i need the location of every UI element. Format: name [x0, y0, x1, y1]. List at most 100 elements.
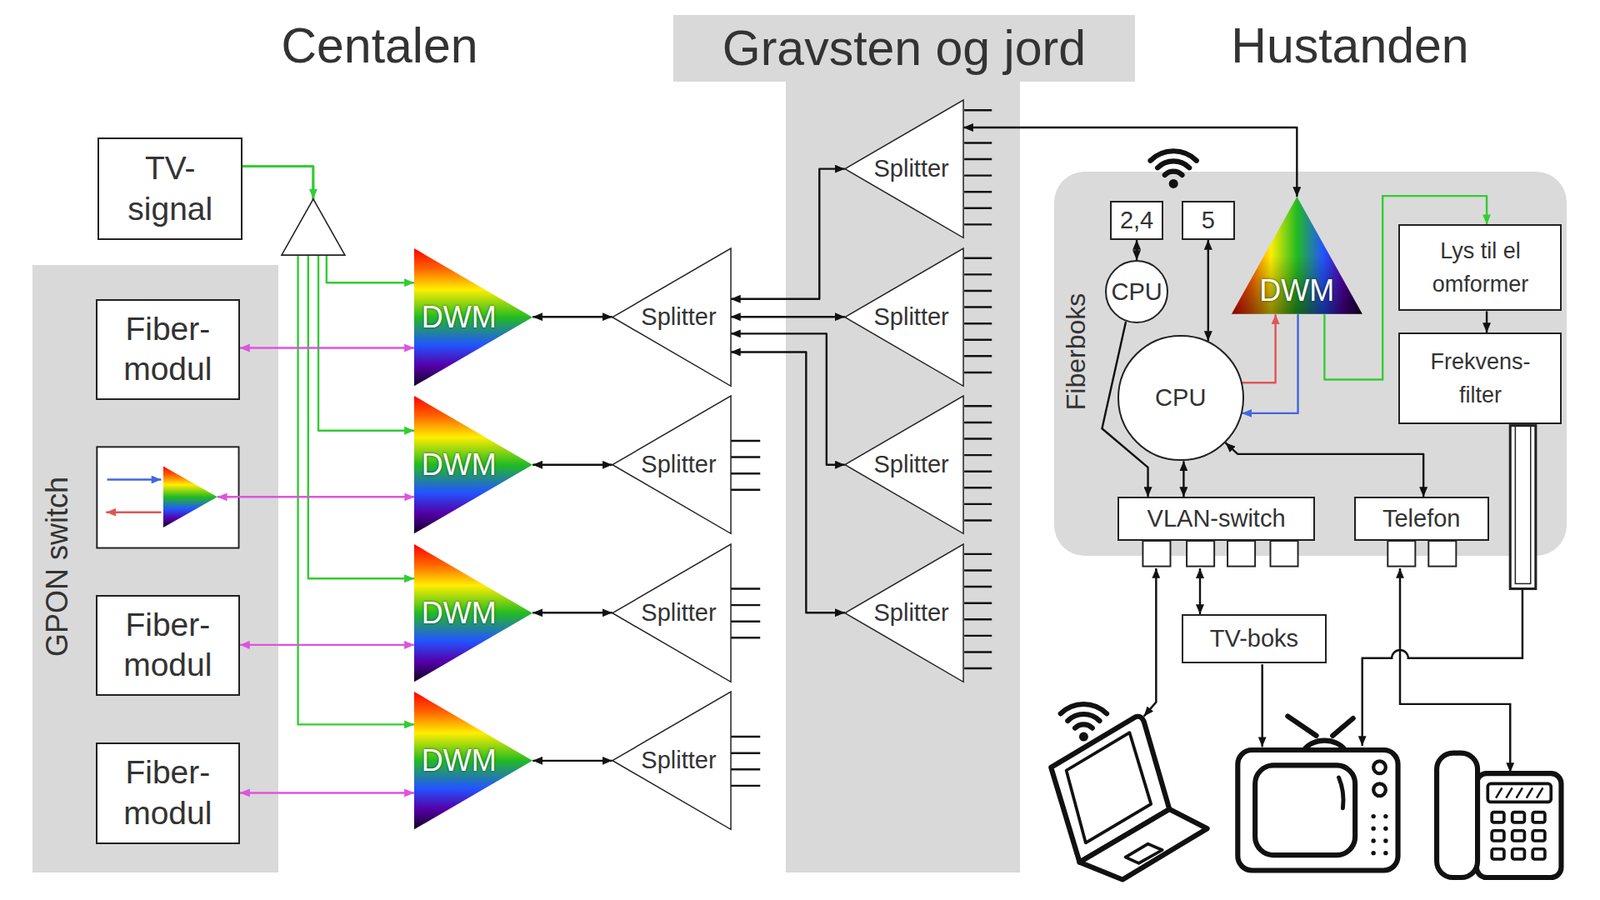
node-label: TV- signal [105, 148, 235, 230]
node-label: DWM [421, 742, 497, 779]
splitter-triangle-shape [845, 544, 964, 682]
heading-tab: Gravsten og jord [673, 15, 1135, 82]
group-heading: Gravsten og jord [722, 19, 1086, 79]
connector [1135, 240, 1138, 260]
signal-arrow [312, 180, 315, 200]
connector [730, 333, 845, 465]
wifi-arc [1165, 171, 1183, 175]
connector [532, 760, 613, 762]
heading-holder: Centalen [280, 16, 478, 76]
converter-box: Lys til el omformer [1398, 224, 1562, 311]
tv-antenna [1287, 716, 1353, 736]
connector [240, 346, 415, 349]
node-label: Lys til el omformer [1406, 234, 1554, 302]
connector [532, 611, 613, 614]
node-label: VLAN-switch [1147, 504, 1286, 534]
connector [730, 169, 845, 300]
speaker-hole [1383, 850, 1388, 855]
wifi-arc [1060, 704, 1107, 714]
fiber-link [217, 495, 415, 498]
phone-key [1532, 830, 1545, 841]
multiplexer-triangle-shape [414, 248, 533, 386]
laptop-icon [1050, 716, 1207, 880]
connector [730, 351, 845, 613]
node-label: Fiber- modul [104, 752, 232, 835]
enclosure-panel: Fiberboks 2,4 5CPU CPU DWM Lys til el omforme… [1054, 171, 1567, 557]
node-label: Splitter [873, 450, 949, 480]
wifi-dot [1079, 732, 1089, 742]
tv-screen [1255, 765, 1355, 855]
connector [1485, 310, 1488, 333]
laptop-base [1080, 809, 1208, 880]
connector [963, 127, 1297, 197]
phone-key [1491, 830, 1505, 841]
phone-key [1512, 812, 1525, 823]
multiplexer-shade [1231, 196, 1363, 315]
connector [242, 166, 415, 431]
node-label: Splitter [640, 745, 716, 775]
node-label: TV-boks [1210, 624, 1299, 654]
splitter-triangle-shape [845, 100, 964, 238]
node-label: Splitter [873, 302, 949, 332]
node-label: 2,4 [1120, 205, 1154, 235]
splitter-triangle: Splitter [845, 544, 964, 682]
phone-port [1428, 540, 1456, 567]
connector [1101, 321, 1148, 497]
amplifier-symbol [281, 199, 345, 255]
phone-port [1387, 540, 1415, 567]
switch-band: GPON switchFiber- modulFiber- modulFiber… [32, 265, 279, 873]
group-heading: Fiberboks [1059, 293, 1091, 411]
connector [242, 166, 415, 725]
tv-speaker [1370, 814, 1388, 855]
splitter-outputs [964, 110, 992, 669]
node-label: DWM [421, 299, 497, 335]
wifi-arc [1075, 724, 1093, 728]
speaker-hole [1370, 838, 1375, 843]
ethernet-port [1270, 540, 1298, 567]
node-label: Fiber- modul [104, 605, 232, 687]
connector [730, 315, 845, 318]
splitter-triangle: Splitter [845, 248, 964, 386]
column-heading: Hustanden [1230, 16, 1469, 76]
module-box: Fiber- modul [95, 742, 240, 844]
node-label: Splitter [873, 154, 949, 184]
phone-key [1491, 812, 1505, 823]
cpu-circle: CPU [1117, 335, 1245, 462]
connector [1207, 240, 1210, 341]
band-box: 2,4 [1110, 200, 1164, 240]
multiplexer-triangle: DWM [414, 544, 533, 682]
speaker-hole [1383, 814, 1388, 819]
cpu-circle: CPU [1105, 260, 1169, 324]
coax-cable [1510, 425, 1536, 590]
tv-antenna-base [1304, 740, 1345, 750]
speaker-hole [1383, 838, 1388, 843]
phone-key [1512, 849, 1525, 860]
connector [1225, 442, 1424, 497]
phone-display-marks [1495, 787, 1543, 798]
splitter-triangle: Splitter [612, 691, 731, 830]
band-box: 5 [1181, 200, 1235, 240]
node-label: Frekvens- filter [1406, 345, 1554, 413]
group-heading: GPON switch [39, 476, 75, 657]
wifi-arc [1067, 714, 1100, 721]
node-label: Splitter [640, 598, 716, 628]
connector [1182, 460, 1185, 497]
splitter-triangle-shape [612, 544, 731, 682]
multiplexer-symbol [163, 466, 218, 528]
tv-body [1237, 750, 1398, 870]
module-box [96, 446, 239, 548]
multiplexer-triangle-shape [414, 395, 533, 534]
wifi-arc [1157, 160, 1190, 168]
speaker-hole [1370, 814, 1375, 819]
wifi-symbol [1060, 150, 1197, 728]
node-label: DWM [1259, 272, 1335, 309]
splitter-triangle: Splitter [845, 100, 964, 238]
rotated-label-holder: GPON switch [39, 476, 75, 657]
phone-wire [1400, 568, 1510, 773]
module-box: Fiber- modul [95, 595, 240, 696]
splitter-triangle-shape [845, 395, 964, 534]
switch-box: VLAN-switch [1117, 496, 1316, 541]
laptop-touchpad [1125, 844, 1163, 864]
